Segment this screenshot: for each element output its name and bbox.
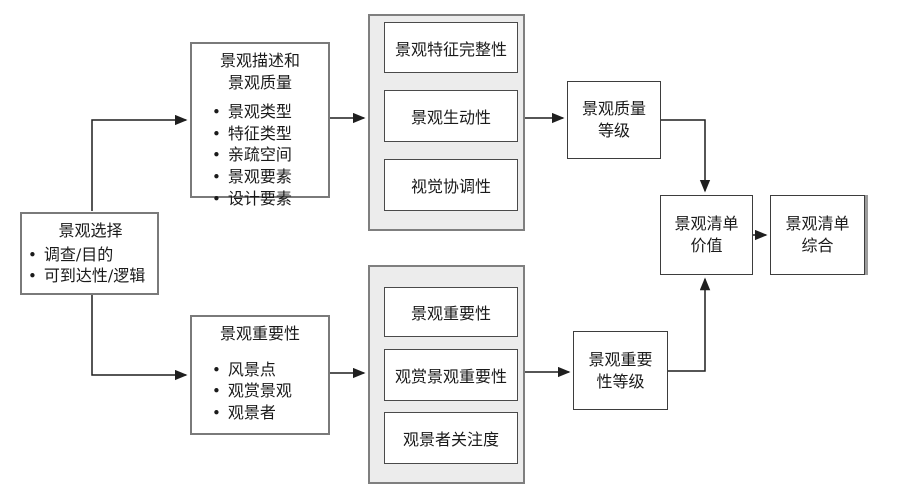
node-title: 景观重要性 — [219, 324, 300, 343]
bullet-item: 可到达性/逻辑 — [28, 265, 153, 287]
node-landscape-importance-grade: 景观重要 性等级 — [573, 331, 668, 410]
node-title: 景观选择 — [58, 221, 123, 240]
node-visual-harmony: 视觉协调性 — [384, 159, 518, 211]
bullet-item: 亲疏空间 — [212, 144, 324, 166]
node-landscape-selection: 景观选择 调查/目的 可到达性/逻辑 — [20, 212, 159, 295]
bullet-item: 特征类型 — [212, 123, 324, 145]
node-title: 景观描述和 景观质量 — [219, 51, 300, 92]
node-landscape-quality-grade: 景观质量 等级 — [567, 81, 661, 159]
bullet-list: 调查/目的 可到达性/逻辑 — [28, 244, 153, 287]
bullet-item: 风景点 — [212, 359, 324, 381]
node-viewing-landscape-importance: 观赏景观重要性 — [384, 349, 518, 401]
bullet-item: 调查/目的 — [28, 244, 153, 266]
bullet-item: 景观要素 — [212, 166, 324, 188]
node-landscape-description-quality: 景观描述和 景观质量 景观类型 特征类型 亲疏空间 景观要素 设计要素 — [190, 42, 330, 208]
node-landscape-inventory-value: 景观清单 价值 — [660, 195, 753, 275]
node-landscape-feature-integrity: 景观特征完整性 — [384, 22, 518, 73]
connector-selection-to-importance — [91, 294, 188, 381]
node-landscape-inventory-composite: 景观清单 综合 — [770, 195, 865, 275]
bullet-item: 景观类型 — [212, 101, 324, 123]
bullet-item: 设计要素 — [212, 188, 324, 210]
node-landscape-importance-factor: 景观重要性 — [384, 287, 518, 337]
node-landscape-vividness: 景观生动性 — [384, 90, 518, 142]
bullet-list: 景观类型 特征类型 亲疏空间 景观要素 设计要素 — [196, 101, 324, 209]
node-viewer-attention: 观景者关注度 — [384, 412, 518, 464]
connector-selection-to-description — [91, 114, 188, 211]
connector-importance-grade-to-inventory-value — [668, 277, 711, 372]
bullet-list: 风景点 观赏景观 观景者 — [196, 359, 324, 424]
connector-quality-grade-to-inventory-value — [661, 119, 711, 193]
bullet-item: 观景者 — [212, 402, 324, 424]
bullet-item: 观赏景观 — [212, 380, 324, 402]
node-landscape-importance: 景观重要性 风景点 观赏景观 观景者 — [190, 315, 330, 435]
